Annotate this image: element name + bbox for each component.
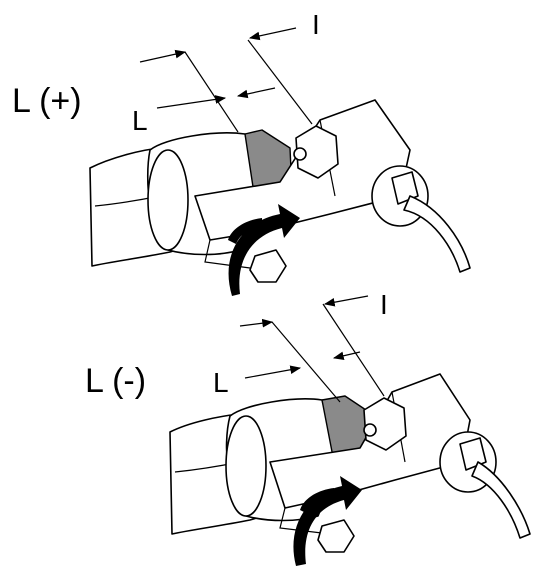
panel-bottom: L (-) L I (85, 289, 531, 566)
panel-top: L (+) L I (12, 9, 471, 296)
adjust-label-bottom: L (-) (85, 362, 146, 400)
adjust-nut-bottom (363, 397, 407, 451)
i-label-bottom: I (380, 289, 388, 320)
l-label-bottom: L (213, 367, 229, 398)
bolt-top (249, 249, 287, 283)
cable-top (403, 195, 471, 273)
adjust-label-top: L (+) (12, 82, 82, 120)
rotation-arrow-top (228, 204, 300, 296)
rotation-arrow-bottom (293, 476, 362, 566)
cable-bottom (471, 461, 531, 539)
l-label-top: L (132, 105, 148, 136)
i-label-top: I (312, 9, 320, 40)
adjust-nut-top (295, 125, 339, 179)
bolt-bottom (317, 519, 355, 553)
